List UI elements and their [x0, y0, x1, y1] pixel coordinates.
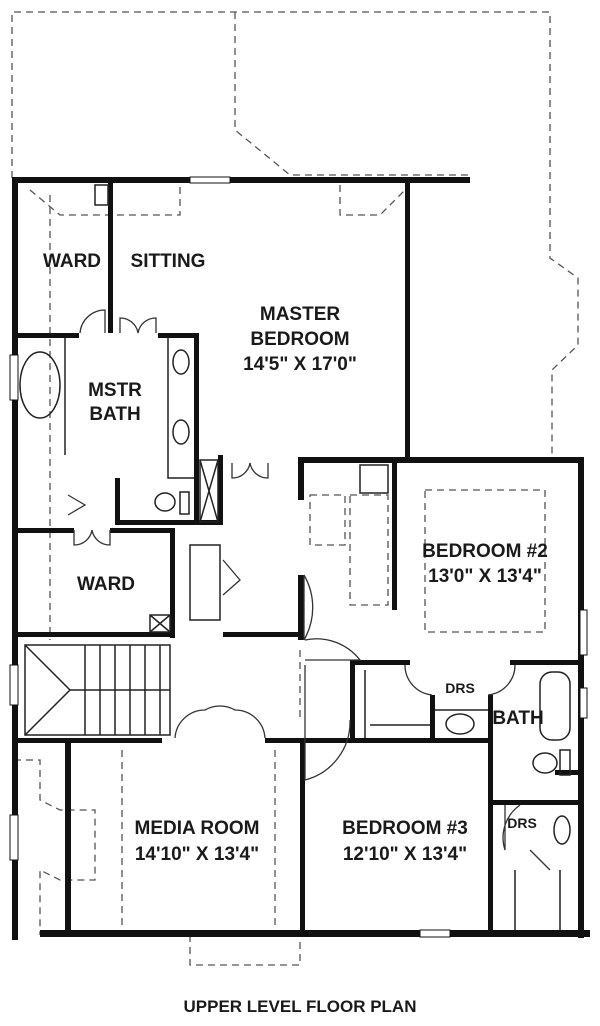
room-label-ward-upper: WARD — [43, 251, 101, 272]
plan-title: UPPER LEVEL FLOOR PLAN — [184, 997, 417, 1016]
room-label-master-bedroom-1: MASTER — [260, 304, 341, 325]
stairs — [24, 644, 171, 736]
lower-level-outline — [11, 11, 579, 966]
fixtures — [19, 184, 571, 930]
walls — [12, 177, 590, 940]
room-size-bedroom3: 12'10" X 13'4" — [343, 844, 467, 865]
room-label-media-room: MEDIA ROOM — [135, 818, 260, 839]
room-label-bedroom3: BEDROOM #3 — [342, 818, 468, 839]
room-label-mstr-bath-2: BATH — [89, 404, 140, 425]
room-label-sitting: SITTING — [131, 251, 206, 272]
room-size-master-bedroom: 14'5" X 17'0" — [243, 354, 357, 375]
doors — [67, 309, 551, 871]
room-label-mstr-bath-1: MSTR — [88, 380, 142, 401]
room-size-media-room: 14'10" X 13'4" — [135, 844, 259, 865]
room-label-bedroom2: BEDROOM #2 — [422, 541, 548, 562]
room-size-bedroom2: 13'0" X 13'4" — [428, 566, 542, 587]
room-label-drs-lower: DRS — [507, 815, 537, 831]
windows — [9, 176, 588, 938]
room-label-ward-lower: WARD — [77, 574, 135, 595]
room-label-master-bedroom-2: BEDROOM — [250, 329, 349, 350]
room-label-drs-upper: DRS — [445, 680, 475, 696]
room-label-bath: BATH — [492, 708, 543, 729]
